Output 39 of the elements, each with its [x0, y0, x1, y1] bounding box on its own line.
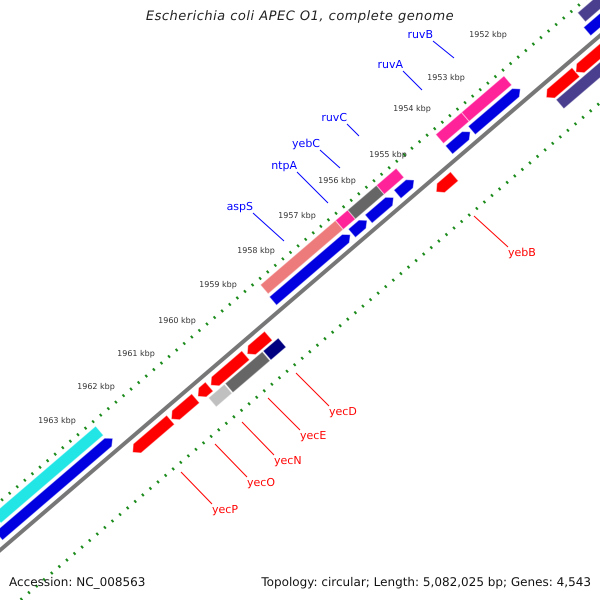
- leader-line: [320, 150, 340, 168]
- leader-line: [346, 124, 360, 136]
- gene-label: yebB: [508, 247, 536, 259]
- accession-text: Accession: NC_008563: [9, 576, 146, 588]
- gene-label: aspS: [226, 201, 253, 213]
- scale-label: 1952 kbp: [469, 29, 507, 41]
- scale-label: 1958 kbp: [237, 245, 275, 257]
- scale-label: 1959 kbp: [199, 279, 237, 291]
- leader-line: [474, 216, 508, 248]
- scale-label: 1961 kbp: [117, 348, 155, 360]
- gene-label: ntpA: [271, 160, 297, 172]
- gene-label: ruvC: [321, 112, 347, 124]
- gene-label: yecD: [329, 406, 357, 418]
- scale-label: 1962 kbp: [77, 381, 115, 393]
- title: Escherichia coli APEC O1, complete genome: [144, 11, 456, 23]
- scale-label: 1953 kbp: [427, 72, 465, 84]
- leader-line: [432, 40, 454, 58]
- scale-label: 1963 kbp: [38, 415, 76, 427]
- scale-label: 1957 kbp: [278, 210, 316, 222]
- gene-label: yecE: [300, 430, 326, 442]
- leader-line: [252, 212, 284, 242]
- leader-line: [402, 70, 422, 90]
- gene-label: yecO: [247, 477, 275, 489]
- leader-line: [268, 398, 300, 430]
- leader-line: [180, 472, 212, 504]
- gene-label: ruvA: [377, 59, 403, 71]
- scale-label: 1954 kbp: [393, 103, 431, 115]
- leader-line: [214, 444, 248, 478]
- gene-label: yecP: [212, 504, 238, 516]
- scale-label: 1956 kbp: [318, 175, 356, 187]
- gene-label: ruvB: [407, 29, 433, 41]
- leader-line: [242, 422, 274, 456]
- leader-line: [296, 372, 330, 406]
- scale-label: 1960 kbp: [158, 315, 196, 327]
- scale-label: 1955 kbp: [369, 149, 407, 161]
- genome-info-text: Topology: circular; Length: 5,082,025 bp; Genes: 4,543: [261, 576, 591, 588]
- gene-label: yecN: [274, 455, 302, 467]
- gene-label: yebC: [292, 138, 320, 150]
- leader-line: [296, 172, 328, 204]
